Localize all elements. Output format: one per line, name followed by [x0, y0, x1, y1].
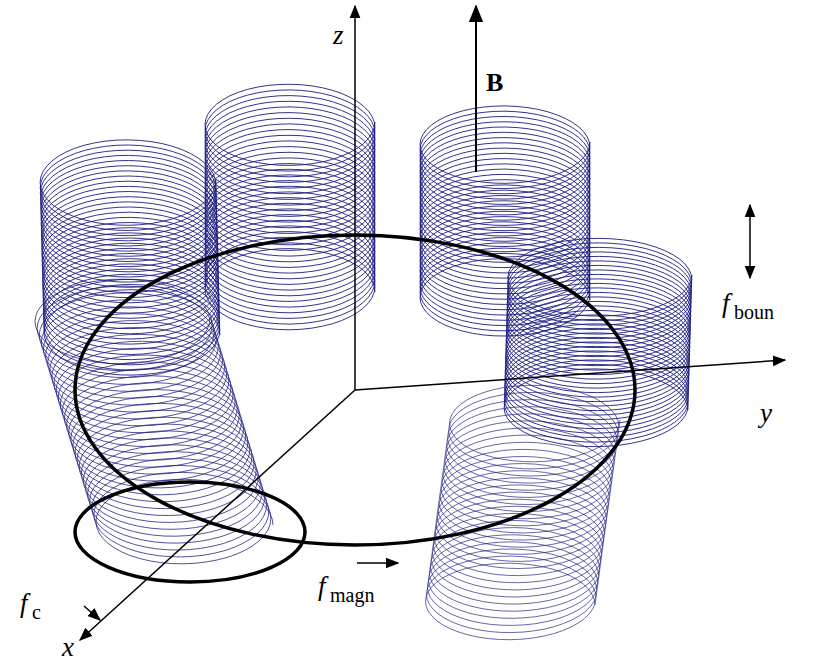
coil-helix	[205, 84, 375, 329]
force-label: f	[318, 573, 326, 600]
z-axis	[354, 6, 356, 390]
small-orbit	[75, 482, 305, 582]
force-arrow	[357, 562, 398, 564]
field-label: B	[486, 70, 503, 96]
force-label: f	[20, 590, 28, 617]
coil-helix	[40, 140, 220, 375]
force-arrow	[749, 205, 751, 278]
force-subscript: magn	[330, 585, 374, 605]
coil-helix	[35, 279, 273, 564]
axis-label: z	[333, 22, 344, 49]
field-arrow	[475, 6, 477, 172]
force-subscript: boun	[734, 302, 774, 322]
coil-helix	[420, 106, 590, 336]
axis-label: y	[760, 400, 772, 427]
y-axis	[355, 360, 785, 390]
axis-label: x	[62, 634, 74, 661]
force-label: f	[722, 290, 730, 317]
force-subscript: c	[32, 602, 41, 622]
force-arrow	[84, 606, 100, 620]
x-axis	[80, 390, 355, 640]
helical-coils	[35, 84, 692, 639]
